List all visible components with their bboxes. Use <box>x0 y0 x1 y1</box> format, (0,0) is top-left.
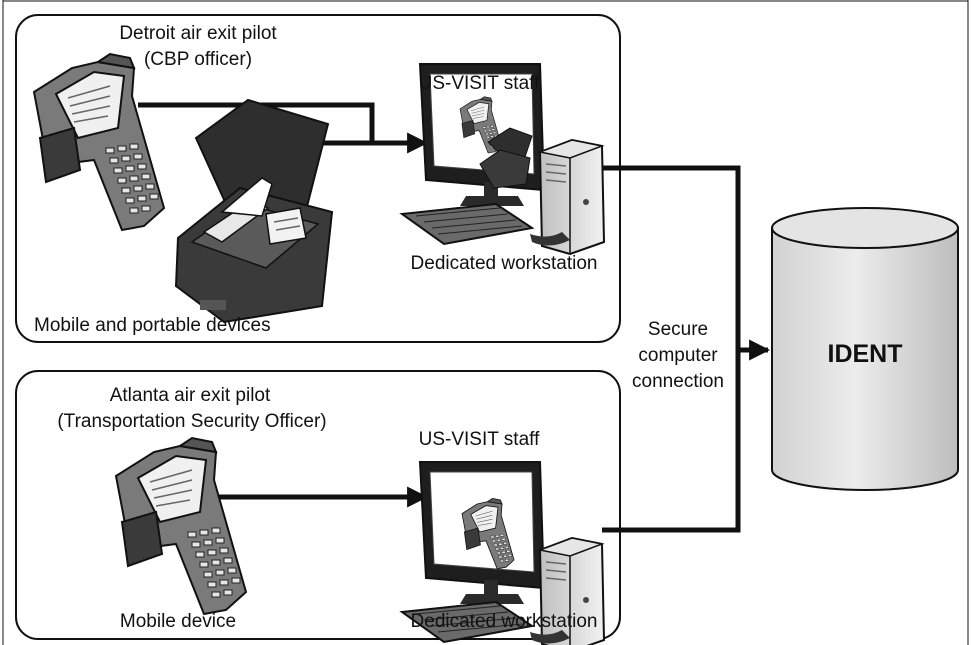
atlanta-workstation-label: Dedicated workstation <box>410 611 598 632</box>
detroit-scanner-line <box>138 102 375 143</box>
portable-case-icon <box>174 98 334 324</box>
detroit-devices-label: Mobile and portable devices <box>34 315 271 336</box>
ident-label: IDENT <box>827 340 903 368</box>
handheld-scanner-icon <box>33 53 165 231</box>
handheld-scanner-icon-atlanta <box>115 437 247 615</box>
database-cylinder-icon <box>771 207 959 491</box>
connector-lines <box>138 102 771 533</box>
detroit-group-box <box>15 14 621 343</box>
detroit-workstation-label: Dedicated workstation <box>410 253 598 274</box>
connection-label-line3: connection <box>632 371 724 392</box>
detroit-title-line2: (CBP officer) <box>143 49 253 70</box>
atlanta-group-box <box>15 370 621 640</box>
atlanta-title-line1: Atlanta air exit pilot <box>109 385 271 406</box>
detroit-title-line1: Detroit air exit pilot <box>119 23 277 44</box>
screen-case-icon-detroit <box>479 127 533 189</box>
atlanta-staff-label: US-VISIT staff <box>418 429 540 450</box>
connection-label-line1: Secure <box>647 319 709 340</box>
atlanta-title-line2: (Transportation Security Officer) <box>57 411 327 432</box>
atlanta-devices-label: Mobile device <box>119 611 237 632</box>
connection-label-line2: computer <box>638 345 718 366</box>
detroit-staff-label: US-VISIT staff <box>418 73 540 94</box>
